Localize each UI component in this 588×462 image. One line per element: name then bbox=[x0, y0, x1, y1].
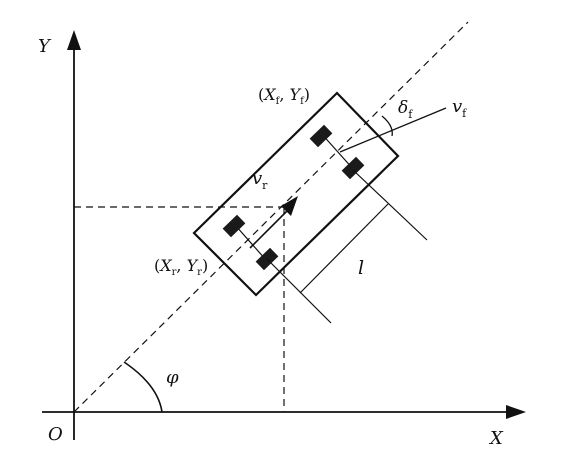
phi-label: φ bbox=[166, 367, 179, 388]
y-axis-label: Y bbox=[38, 36, 52, 57]
vehicle-body bbox=[192, 91, 400, 297]
wheelbase-label: l bbox=[358, 257, 364, 279]
front-velocity-line bbox=[339, 107, 447, 153]
x-axis-arrowhead bbox=[506, 405, 526, 419]
front-right-wheel bbox=[341, 156, 365, 180]
vr-label: vr bbox=[252, 168, 268, 192]
wheelbase-dimension-line bbox=[299, 203, 389, 294]
dashed-heading-line bbox=[73, 21, 469, 413]
vf-label: vf bbox=[452, 96, 467, 120]
rear-left-wheel bbox=[222, 214, 246, 238]
wheelbase-ext-rear bbox=[266, 258, 332, 324]
rear-point-label: (Xr, Yr) bbox=[154, 256, 208, 278]
front-left-wheel bbox=[309, 124, 333, 148]
y-axis-arrowhead bbox=[67, 30, 81, 50]
rear-axle bbox=[235, 225, 267, 261]
wheelbase-ext-front bbox=[352, 169, 428, 241]
front-point-label: (Xf, Yf) bbox=[258, 85, 310, 107]
rear-velocity-arrow bbox=[249, 204, 294, 249]
x-axis-label: X bbox=[488, 428, 504, 449]
rear-velocity-arrowhead bbox=[281, 196, 298, 216]
delta-f-label: δf bbox=[398, 98, 413, 121]
origin-label: O bbox=[48, 424, 63, 445]
steering-angle-arc bbox=[381, 115, 393, 137]
phi-angle-arc bbox=[123, 361, 163, 413]
